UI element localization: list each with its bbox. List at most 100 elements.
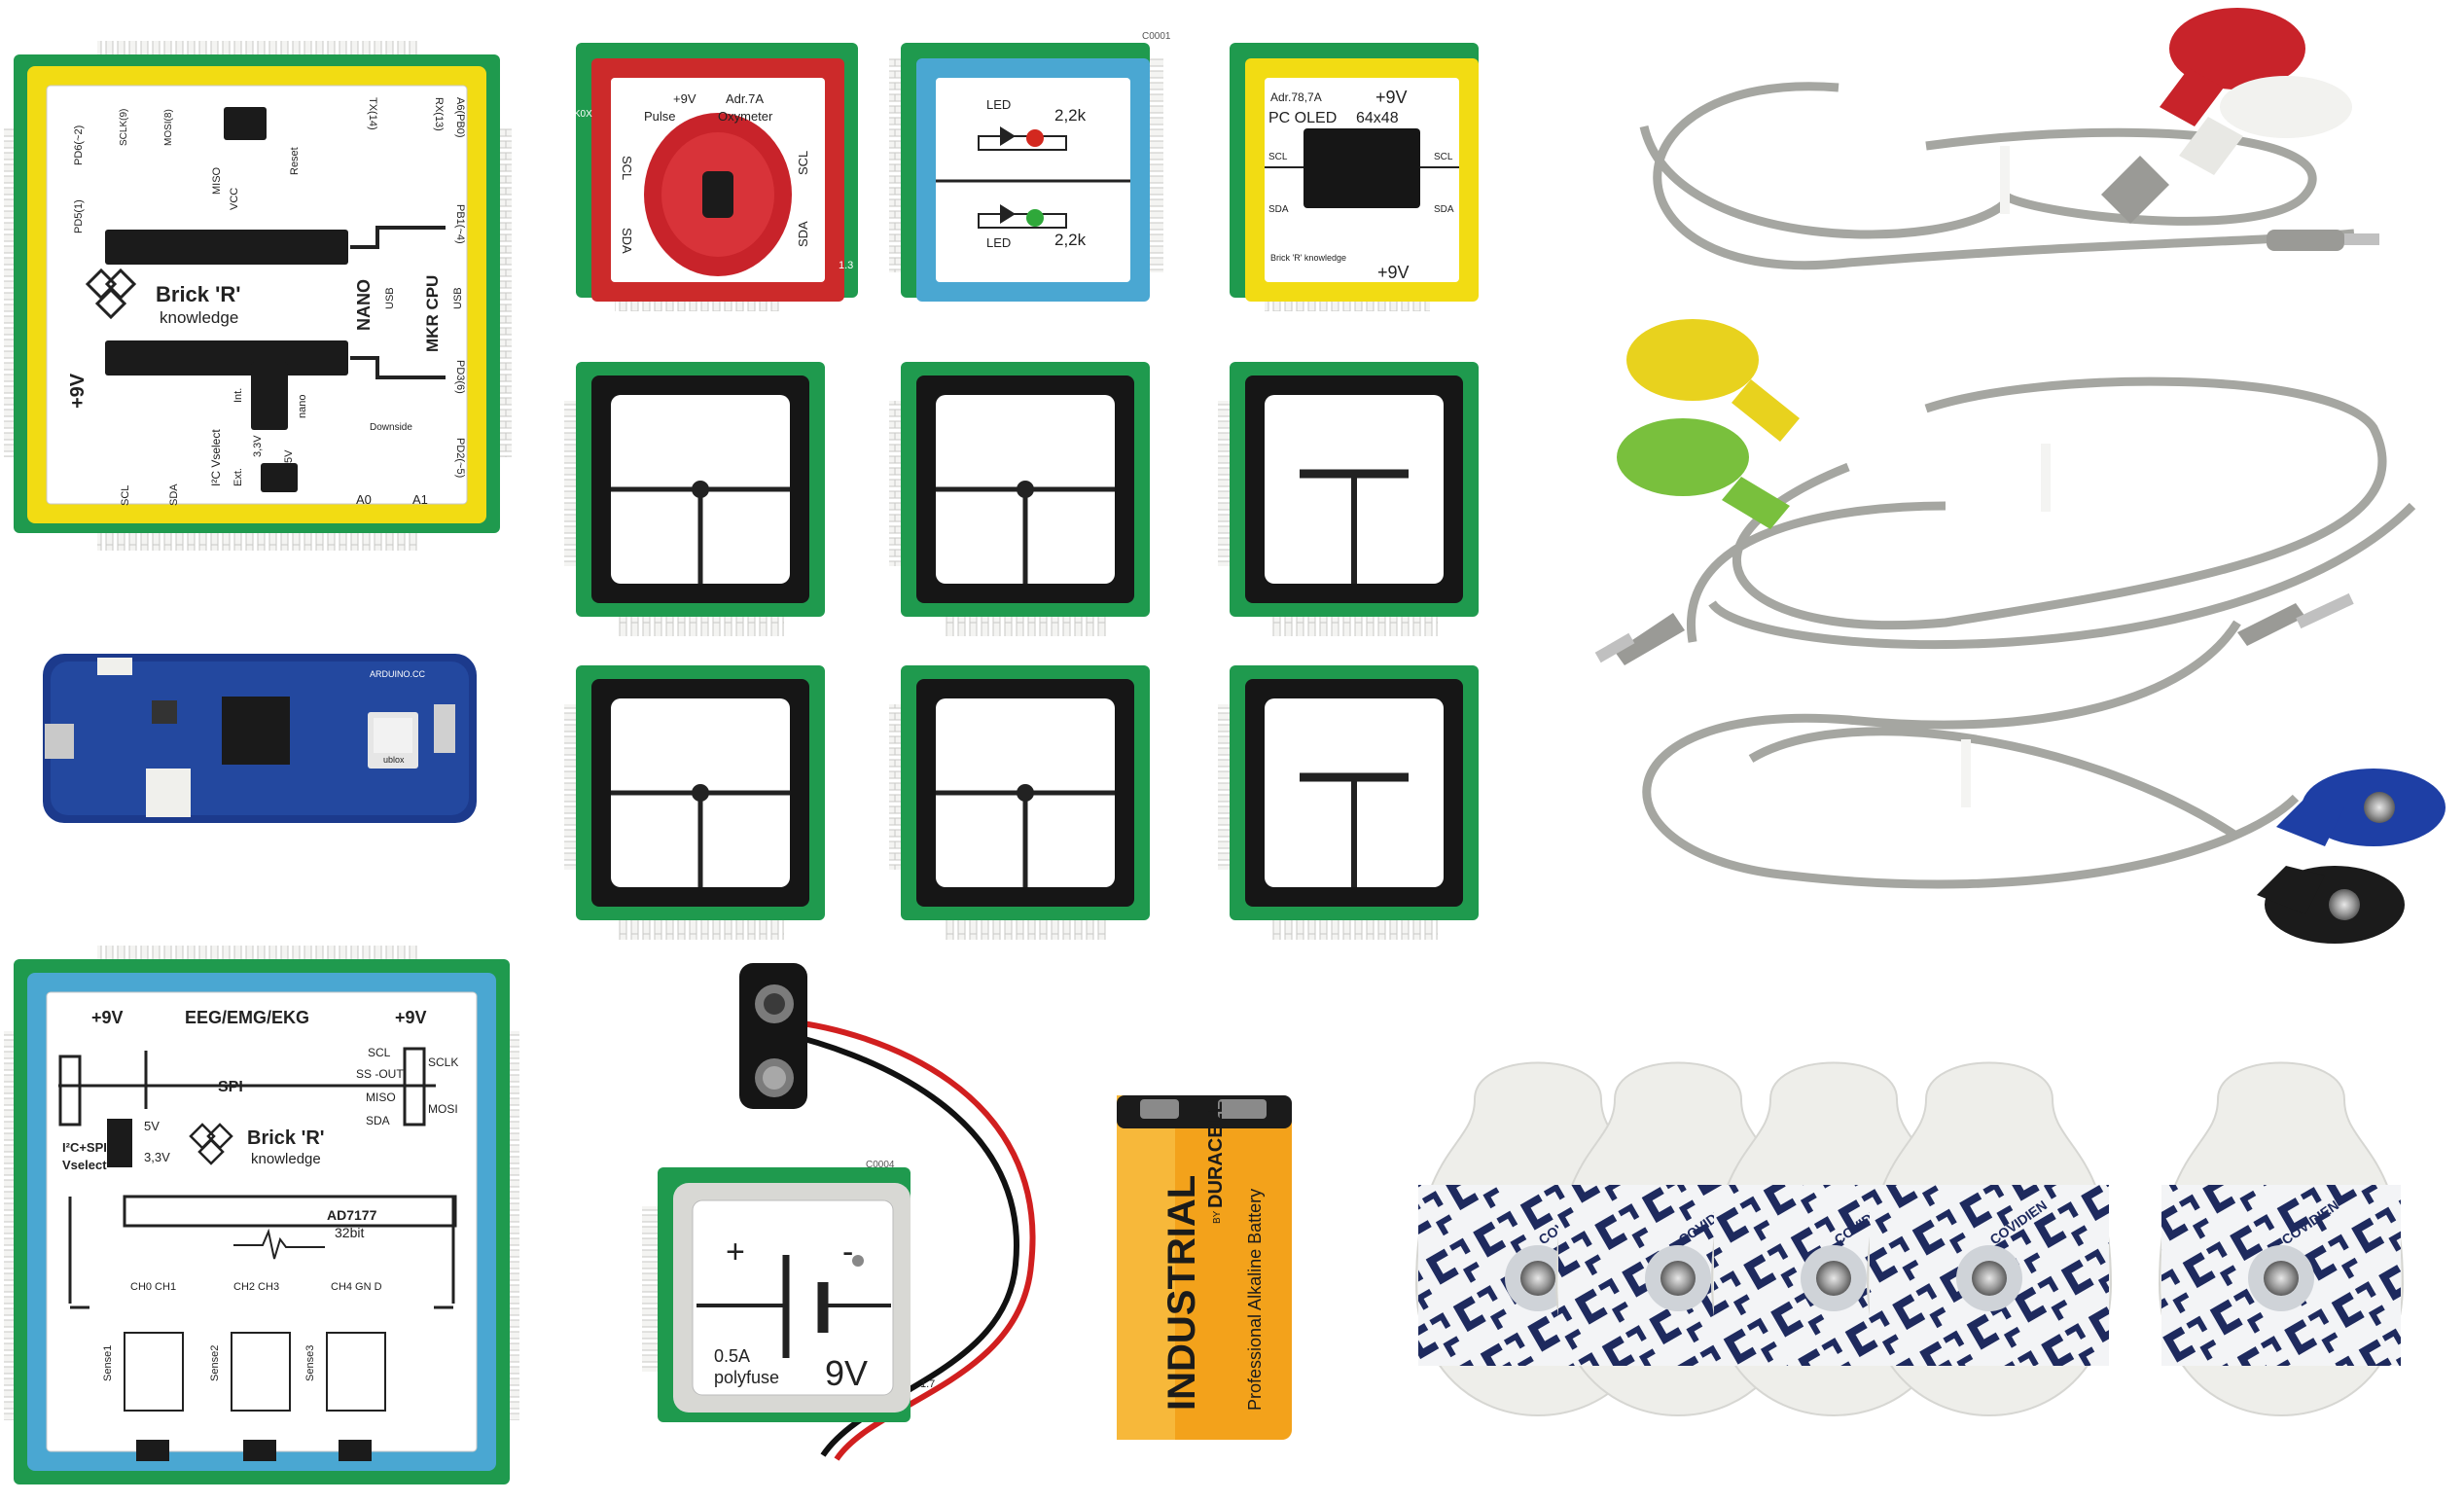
a1-label: A1 xyxy=(412,492,428,507)
mosi-label: MOSI(8) xyxy=(163,109,174,146)
channel-4-gnd-label: CH4 GN D xyxy=(331,1281,382,1293)
ecg-cable-blue-black xyxy=(1642,592,2446,944)
wire-brick-t4 xyxy=(564,362,825,636)
scl-left-label: SCL xyxy=(1268,152,1288,162)
ext-label: Ext. xyxy=(232,468,244,486)
address-label: Adr.7A xyxy=(726,91,764,106)
adc-bits-label: 32bit xyxy=(335,1225,364,1240)
sda-label: SDA xyxy=(366,1114,390,1127)
wire-brick-t4 xyxy=(564,665,825,940)
led2-label: LED xyxy=(986,235,1011,250)
resistor1-label: 2,2k xyxy=(1054,106,1087,125)
oled-size: 64x48 xyxy=(1356,110,1399,126)
resistor2-label: 2,2k xyxy=(1054,231,1087,249)
miso-label: MISO xyxy=(366,1091,396,1104)
nano-usb-label: USB xyxy=(384,287,396,309)
brand-logo xyxy=(189,1123,233,1165)
sense2-label: Sense2 xyxy=(209,1345,221,1381)
led-green xyxy=(1026,209,1044,227)
brand-label: Brick 'R' knowledge xyxy=(1270,253,1346,263)
pin-pd6-label: PD6(~2) xyxy=(73,125,85,165)
pin-pd2-label: PD2(~5) xyxy=(454,438,466,478)
channel-01-label: CH0 CH1 xyxy=(130,1281,176,1293)
pin-pb1-label: PB1(~4) xyxy=(454,204,466,244)
int-label: Int. xyxy=(232,388,244,403)
sda-left-label: SDA xyxy=(620,228,634,254)
mkr-cpu-label: MKR CPU xyxy=(423,275,442,352)
arduino-label: ARDUINO.CC xyxy=(370,669,426,679)
spi-label: SPI xyxy=(218,1079,243,1095)
brand-name: Brick 'R' xyxy=(247,1127,325,1149)
sclk-label: SCLK xyxy=(428,1055,458,1069)
vselect-label: I²C Vselect xyxy=(209,429,223,486)
pulse-label: Pulse xyxy=(644,109,676,124)
v5-label: 5V xyxy=(144,1119,160,1133)
channel-23-label: CH2 CH3 xyxy=(233,1281,279,1293)
sda-right-label: SDA xyxy=(796,221,810,247)
ecg-cable-yellow-green xyxy=(1594,319,2416,665)
pin-rx-label: RX(13) xyxy=(433,97,445,131)
wire-brick-t xyxy=(1218,665,1479,940)
supply-9v-label: +9V xyxy=(67,373,89,409)
sda-left-label: SDA xyxy=(1268,204,1289,215)
scl-label: SCL xyxy=(368,1046,391,1059)
ss-out-label: SS -OUT xyxy=(356,1067,404,1081)
battery-by: BY xyxy=(1212,1210,1223,1224)
minus-sign: - xyxy=(842,1234,853,1270)
sda-right-label: SDA xyxy=(1434,204,1454,215)
address-label: Adr.78,7A xyxy=(1270,90,1322,104)
brand-subtitle: knowledge xyxy=(160,308,238,327)
battery-brick: + - 0.5A polyfuse 9V 1.7 C0004 xyxy=(642,1160,935,1422)
nano-mkr-cpu-brick: Brick 'R' knowledge NANO USB MKR CPU USB… xyxy=(4,41,512,551)
vselect-line2: Vselect xyxy=(62,1158,107,1172)
supply-left-label: +9V xyxy=(91,1008,124,1027)
fuse-rating: 0.5A xyxy=(714,1346,750,1366)
version-label: 1.0 xyxy=(1163,250,1178,262)
mkr-usb-label: USB xyxy=(452,287,464,309)
v5-label: 5V xyxy=(283,449,295,463)
wire-brick-t4 xyxy=(889,665,1150,940)
brand-name: Brick 'R' xyxy=(156,282,241,306)
scl-right-label: SCL xyxy=(1434,152,1453,162)
v33-label: 3,3V xyxy=(252,435,264,457)
pin-tx-label: TX(14) xyxy=(367,97,378,130)
plus-sign: + xyxy=(726,1234,745,1270)
oxymeter-title: Oxymeter xyxy=(718,109,773,124)
reset-label: Reset xyxy=(289,147,301,175)
oled-display xyxy=(1303,128,1420,208)
scl-right-label: SCL xyxy=(796,151,810,175)
led-brick: LED 2,2k LED 2,2k 1.0 C0001 xyxy=(889,31,1178,302)
electrode-pad-group: COVIDIENCOVIDIENCOVIDIENCOVIDIENCOVIDIEN xyxy=(1414,1061,2405,1416)
supply-label: +9V xyxy=(1375,88,1408,107)
oled-title: PC OLED xyxy=(1268,110,1337,126)
brand-subtitle: knowledge xyxy=(251,1151,321,1167)
sense3-label: Sense3 xyxy=(304,1345,316,1381)
led1-label: LED xyxy=(986,97,1011,112)
voltage-label: 9V xyxy=(825,1353,868,1393)
sclk-label: SCLK(9) xyxy=(119,109,129,146)
miso-label: MISO xyxy=(211,166,223,195)
oxymeter-brick: +9V Pulse Adr.7A Oxymeter SCL SDA SCL SD… xyxy=(560,43,858,311)
supply-right-label: +9V xyxy=(395,1008,427,1027)
red-snap-electrode xyxy=(2169,8,2305,89)
nano-small-label: nano xyxy=(297,395,308,418)
brick-code: C0004 xyxy=(866,1160,895,1170)
vcc-label: VCC xyxy=(229,188,240,210)
mosi-label: MOSI xyxy=(428,1102,458,1116)
v33-label: 3,3V xyxy=(144,1150,170,1164)
wire-brick-grid xyxy=(564,362,1479,940)
scl-left-label: SCL xyxy=(620,156,634,180)
led-red xyxy=(1026,129,1044,147)
supply-label: +9V xyxy=(673,91,696,106)
brand-logo xyxy=(85,268,137,320)
eeg-title: EEG/EMG/EKG xyxy=(185,1008,309,1027)
scl-label: SCL xyxy=(120,485,131,506)
arduino-mkr-board: ARDUINO.CC ublox xyxy=(43,654,477,823)
downside-label: Downside xyxy=(370,422,412,433)
sense1-label: Sense1 xyxy=(102,1345,114,1381)
pin-a6-label: A6(PB0) xyxy=(454,97,466,138)
battery-brand: INDUSTRIAL xyxy=(1161,1175,1203,1411)
green-snap-electrode xyxy=(1617,418,1749,496)
supply-bottom-label: +9V xyxy=(1377,263,1410,282)
vselect-line1: I²C+SPI xyxy=(62,1140,107,1155)
